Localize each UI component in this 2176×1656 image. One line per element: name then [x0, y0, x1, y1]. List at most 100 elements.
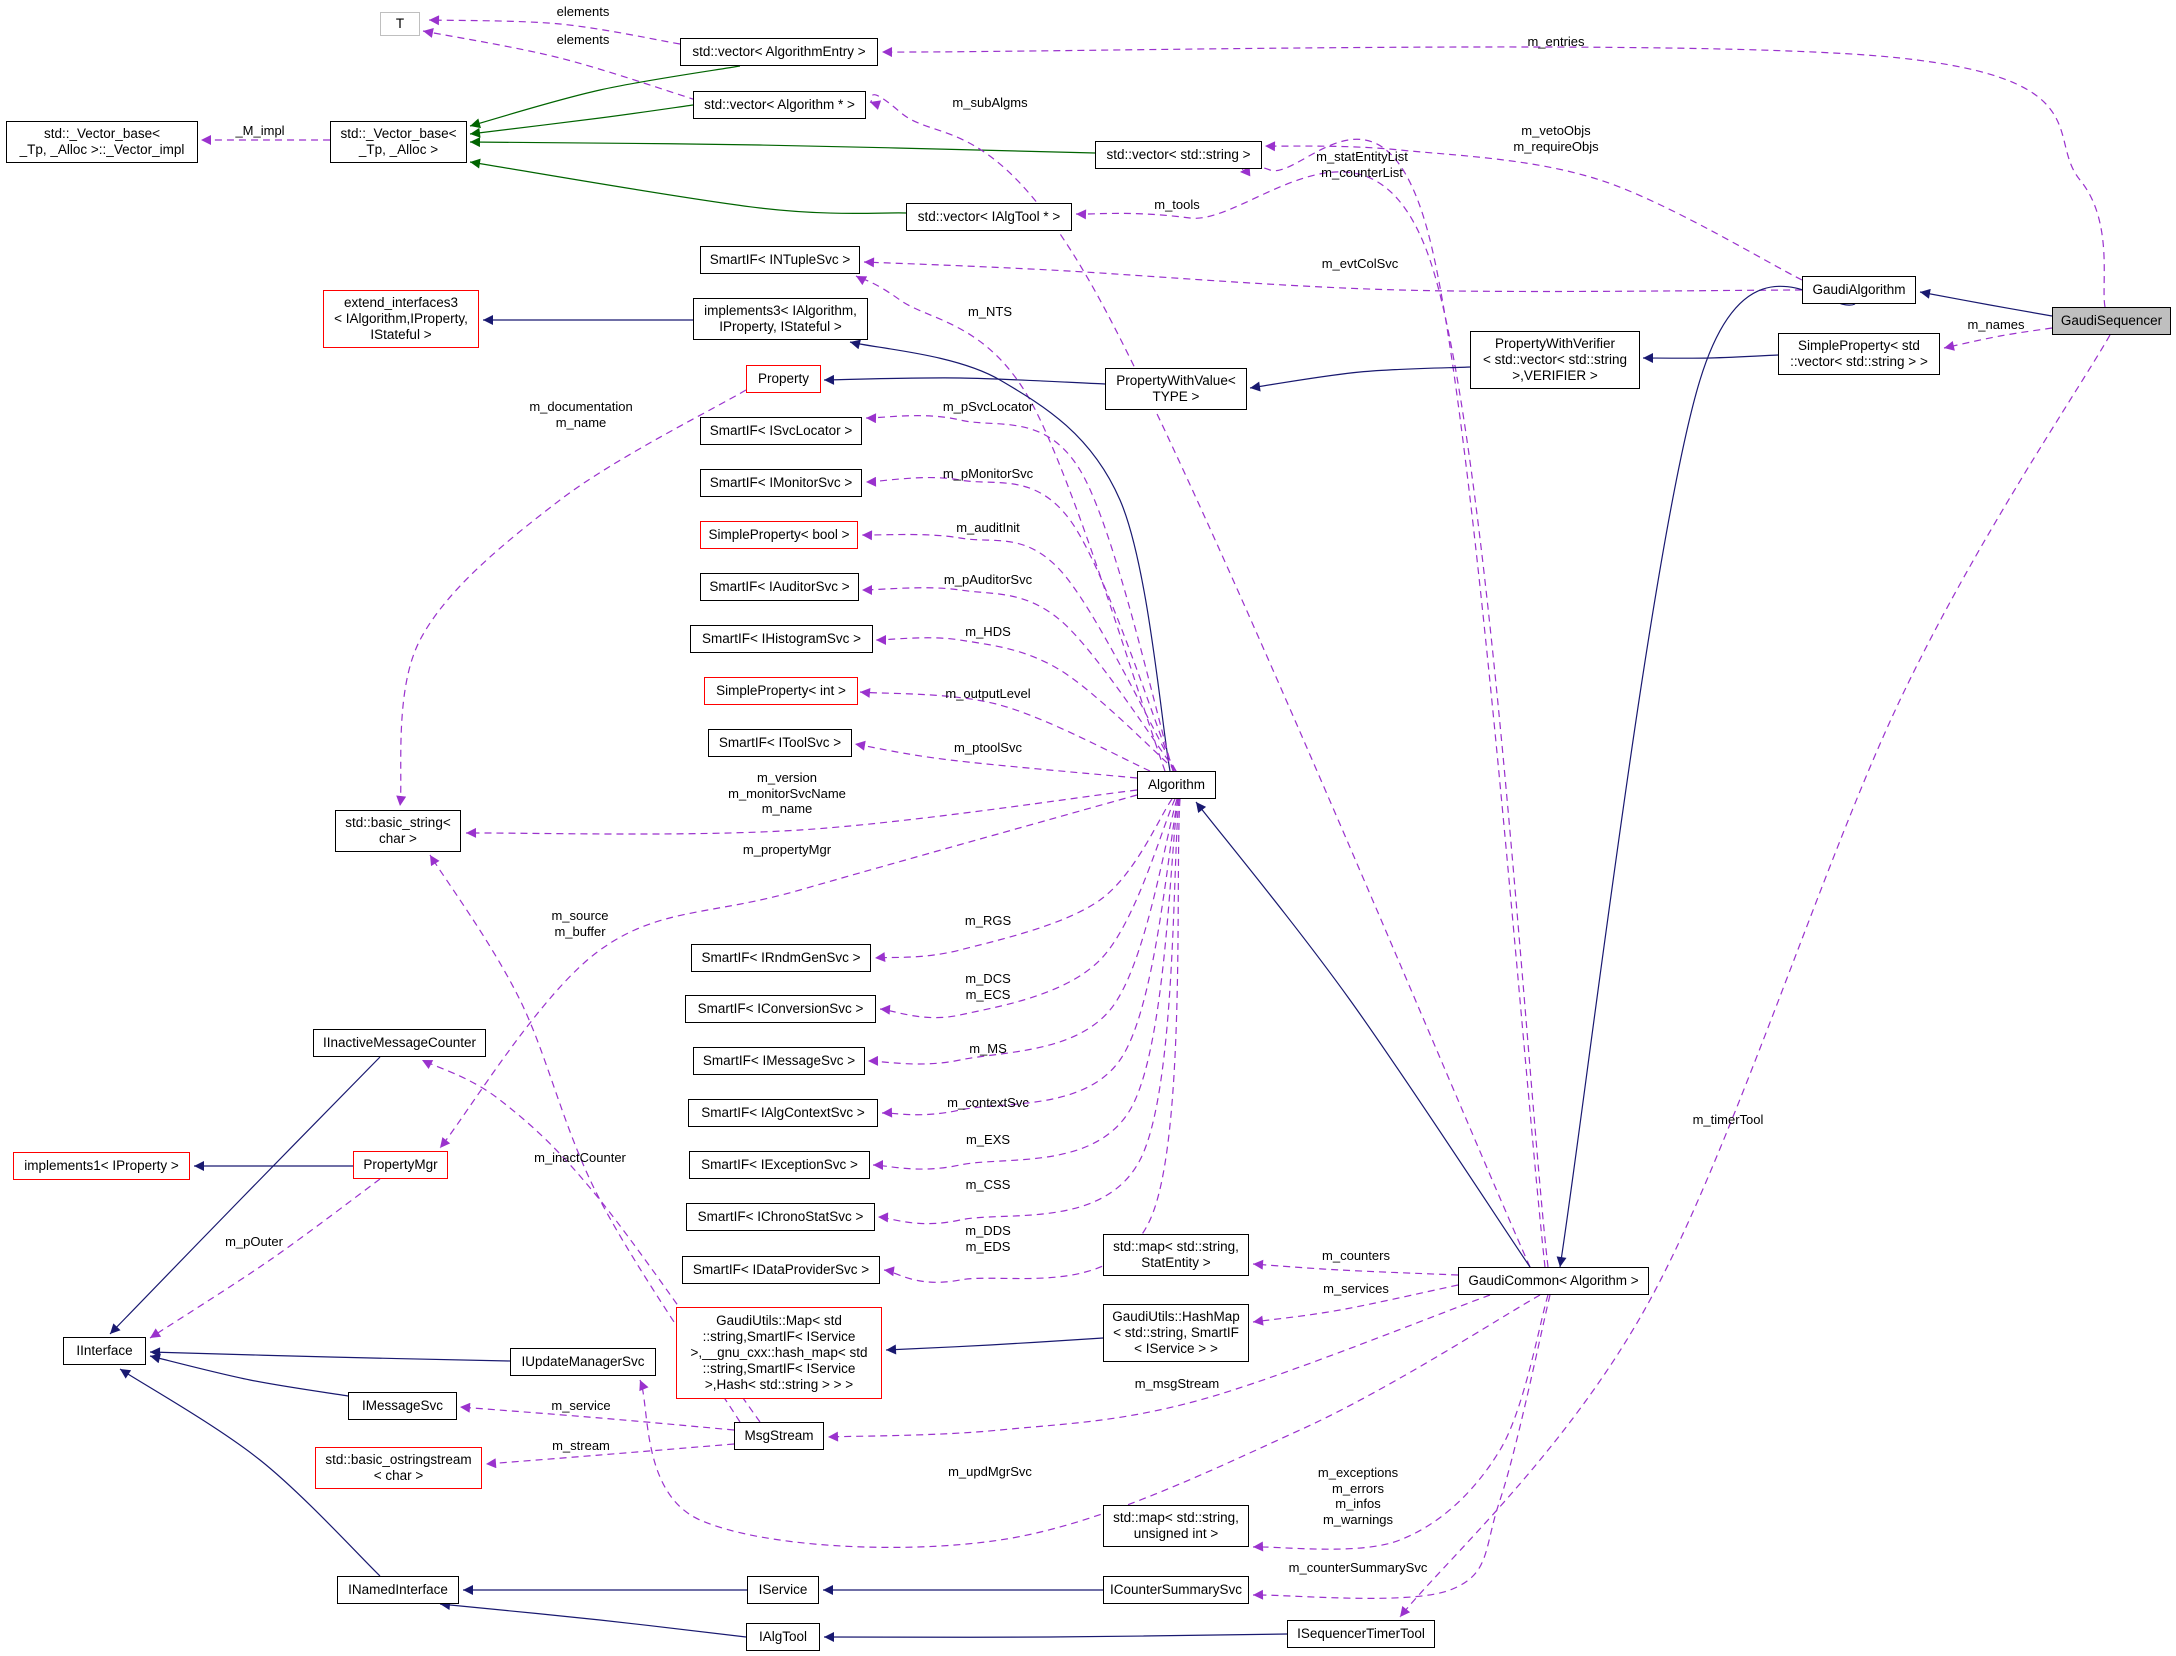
class-node-inactive-counter[interactable]: IInactiveMessageCounter [313, 1029, 486, 1057]
edge-algorithm-to-prop_mgr [439, 794, 1138, 1149]
edge-prop_verifier-to-prop_value [1249, 366, 1471, 392]
edge-gaudi_common-to-vec_alg [869, 94, 1531, 1268]
class-node-iinterface[interactable]: IInterface [63, 1337, 146, 1365]
edge-label-gaudi_sequencer-to-vec_algentry: m_entries [1527, 34, 1585, 49]
edge-label-gaudi_common-to-iupdate: m_updMgrSvc [948, 1464, 1032, 1479]
class-node-si-tool[interactable]: SmartIF< IToolSvc > [708, 729, 852, 757]
edge-label-msgstream-to-imessage: m_service [551, 1398, 611, 1413]
edge-label-algorithm-to-basic_string: m_version m_monitorSvcName m_name [728, 770, 846, 816]
class-node-si-exc[interactable]: SmartIF< IExceptionSvc > [689, 1151, 870, 1179]
class-node-iservice[interactable]: IService [747, 1576, 819, 1604]
edge-algorithm-to-si_auditor [861, 584, 1177, 772]
edge-algorithm-to-si_monitor [865, 476, 1175, 772]
class-node-T[interactable]: T [380, 12, 420, 36]
edge-label-algorithm-to-si_tool: m_ptoolSvc [954, 740, 1022, 755]
edge-label-algorithm-to-si_dataprov: m_DDS m_EDS [965, 1223, 1011, 1254]
class-node-map-stat[interactable]: std::map< std::string, StatEntity > [1103, 1234, 1249, 1276]
edge-vec_algentry-to-vec_base [469, 65, 741, 129]
class-node-iupdate[interactable]: IUpdateManagerSvc [510, 1348, 656, 1376]
edge-label-algorithm-to-si_exc: m_EXS [965, 1132, 1011, 1147]
class-node-vec-algentry[interactable]: std::vector< AlgorithmEntry > [680, 38, 878, 66]
edge-label-gaudi_common-to-gu_hashmap: m_services [1323, 1281, 1389, 1296]
edge-label-algorithm-to-sp_int: m_outputLevel [945, 686, 1031, 701]
edge-gaudi_common-to-map_stat [1252, 1259, 1459, 1276]
class-node-simple-prop-vec[interactable]: SimpleProperty< std ::vector< std::strin… [1778, 333, 1940, 375]
class-node-prop-verifier[interactable]: PropertyWithVerifier < std::vector< std:… [1470, 331, 1640, 389]
edge-gaudi_common-to-algorithm [1195, 801, 1531, 1268]
class-node-si-msg[interactable]: SmartIF< IMessageSvc > [693, 1047, 865, 1075]
edge-algorithm-to-si_exc [872, 798, 1179, 1171]
edge-algorithm-to-si_chrono [877, 798, 1180, 1225]
edge-label-vec_alg-to-T: elements [556, 32, 610, 47]
edge-label-gaudi_common-to-vec_string: m_statEntityList m_counterList [1316, 149, 1408, 180]
class-node-si-ntuple[interactable]: SmartIF< INTupleSvc > [700, 246, 860, 274]
class-node-ostringstream[interactable]: std::basic_ostringstream < char > [315, 1447, 482, 1489]
class-node-gaudi-algorithm[interactable]: GaudiAlgorithm [1802, 276, 1916, 304]
edge-prop_mgr-to-iinterface [149, 1178, 381, 1339]
class-node-vec-alg[interactable]: std::vector< Algorithm * > [693, 91, 866, 119]
edge-algorithm-to-sp_int [859, 687, 1151, 772]
class-node-si-ctx[interactable]: SmartIF< IAlgContextSvc > [688, 1099, 878, 1127]
edge-algorithm-to-impl3 [849, 339, 1171, 772]
class-node-gaudi-common[interactable]: GaudiCommon< Algorithm > [1458, 1267, 1649, 1295]
edge-label-algorithm-to-si_ctx: m_contextSvc [947, 1095, 1029, 1110]
class-node-vec-algtool[interactable]: std::vector< IAlgTool * > [906, 203, 1072, 231]
class-node-si-conv[interactable]: SmartIF< IConversionSvc > [685, 995, 876, 1023]
class-node-map-uint[interactable]: std::map< std::string, unsigned int > [1103, 1505, 1249, 1547]
class-node-si-dataprov[interactable]: SmartIF< IDataProviderSvc > [682, 1256, 880, 1284]
class-node-vec-string[interactable]: std::vector< std::string > [1095, 141, 1262, 169]
edge-gaudi_common-to-icounter [1252, 1294, 1551, 1600]
class-node-si-auditor[interactable]: SmartIF< IAuditorSvc > [700, 573, 859, 601]
class-node-imessage[interactable]: IMessageSvc [348, 1392, 457, 1420]
edge-label-gaudi_sequencer-to-iseqtimer: m_timerTool [1692, 1112, 1764, 1127]
class-node-extend-if3[interactable]: extend_interfaces3 < IAlgorithm,IPropert… [323, 290, 479, 348]
class-node-msgstream[interactable]: MsgStream [734, 1422, 824, 1450]
edge-property-to-basic_string [396, 389, 747, 807]
edge-prop_value-to-property [823, 374, 1106, 385]
edge-label-algorithm-to-si_rndm: m_RGS [964, 913, 1012, 928]
edge-gaudi_common-to-map_uint [1252, 1294, 1549, 1552]
edge-algorithm-to-si_hist [875, 634, 1177, 772]
class-node-basic-string[interactable]: std::basic_string< char > [335, 810, 461, 852]
class-node-sp-bool[interactable]: SimpleProperty< bool > [700, 521, 858, 549]
edge-label-gaudi_common-to-msgstream: m_msgStream [1134, 1376, 1220, 1391]
class-node-gu-map[interactable]: GaudiUtils::Map< std ::string,SmartIF< I… [676, 1307, 882, 1399]
edge-imessage-to-iinterface [149, 1353, 349, 1397]
edge-algorithm-to-si_msg [867, 798, 1178, 1066]
class-node-si-hist[interactable]: SmartIF< IHistogramSvc > [690, 625, 873, 653]
class-node-algorithm[interactable]: Algorithm [1137, 771, 1216, 799]
class-node-impl1[interactable]: implements1< IProperty > [13, 1152, 190, 1180]
class-node-gu-hashmap[interactable]: GaudiUtils::HashMap < std::string, Smart… [1103, 1304, 1249, 1362]
edge-ialgtool-to-inamed [439, 1600, 747, 1638]
edge-simple_prop_vec-to-prop_verifier [1642, 353, 1779, 364]
class-node-prop-value[interactable]: PropertyWithValue< TYPE > [1105, 368, 1247, 410]
edge-label-algorithm-to-si_auditor: m_pAuditorSvc [943, 572, 1033, 587]
edge-msgstream-to-basic_string [429, 854, 741, 1423]
class-node-icounter[interactable]: ICounterSummarySvc [1103, 1576, 1249, 1604]
class-node-vec-base-impl[interactable]: std::_Vector_base< _Tp, _Alloc >::_Vecto… [6, 121, 198, 163]
edge-label-msgstream-to-basic_string: m_source m_buffer [551, 908, 609, 939]
class-node-si-monitor[interactable]: SmartIF< IMonitorSvc > [700, 469, 862, 497]
class-node-si-svcloc[interactable]: SmartIF< ISvcLocator > [700, 417, 862, 445]
class-node-sp-int[interactable]: SimpleProperty< int > [704, 677, 858, 705]
class-node-si-rndm[interactable]: SmartIF< IRndmGenSvc > [691, 944, 871, 972]
class-node-si-chrono[interactable]: SmartIF< IChronoStatSvc > [686, 1203, 875, 1231]
class-node-property[interactable]: Property [746, 365, 821, 393]
class-node-ialgtool[interactable]: IAlgTool [746, 1623, 820, 1651]
edge-label-msgstream-to-ostringstream: m_stream [552, 1438, 610, 1453]
edge-label-vec_base-to-vec_base_impl: _M_impl [235, 123, 285, 138]
class-node-inamed[interactable]: INamedInterface [337, 1576, 459, 1604]
edge-inamed-to-iinterface [119, 1368, 381, 1577]
edge-vec_alg-to-vec_base [469, 104, 694, 138]
class-node-impl3[interactable]: implements3< IAlgorithm, IProperty, ISta… [693, 298, 868, 340]
edge-gaudi_sequencer-to-gaudi_algorithm [1919, 288, 2053, 317]
edge-gu_hashmap-to-gu_map [885, 1337, 1104, 1355]
class-node-vec-base[interactable]: std::_Vector_base< _Tp, _Alloc > [330, 121, 467, 163]
edge-inactive_counter-to-iinterface [109, 1056, 381, 1335]
edge-label-gaudi_algorithm-to-vec_string: m_vetoObjs m_requireObjs [1513, 123, 1599, 154]
class-node-iseqtimer[interactable]: ISequencerTimerTool [1287, 1620, 1435, 1648]
class-node-gaudi-sequencer[interactable]: GaudiSequencer [2052, 307, 2171, 335]
class-node-prop-mgr[interactable]: PropertyMgr [353, 1151, 448, 1179]
edge-label-gaudi_algorithm-to-si_ntuple: m_evtColSvc [1321, 256, 1399, 271]
